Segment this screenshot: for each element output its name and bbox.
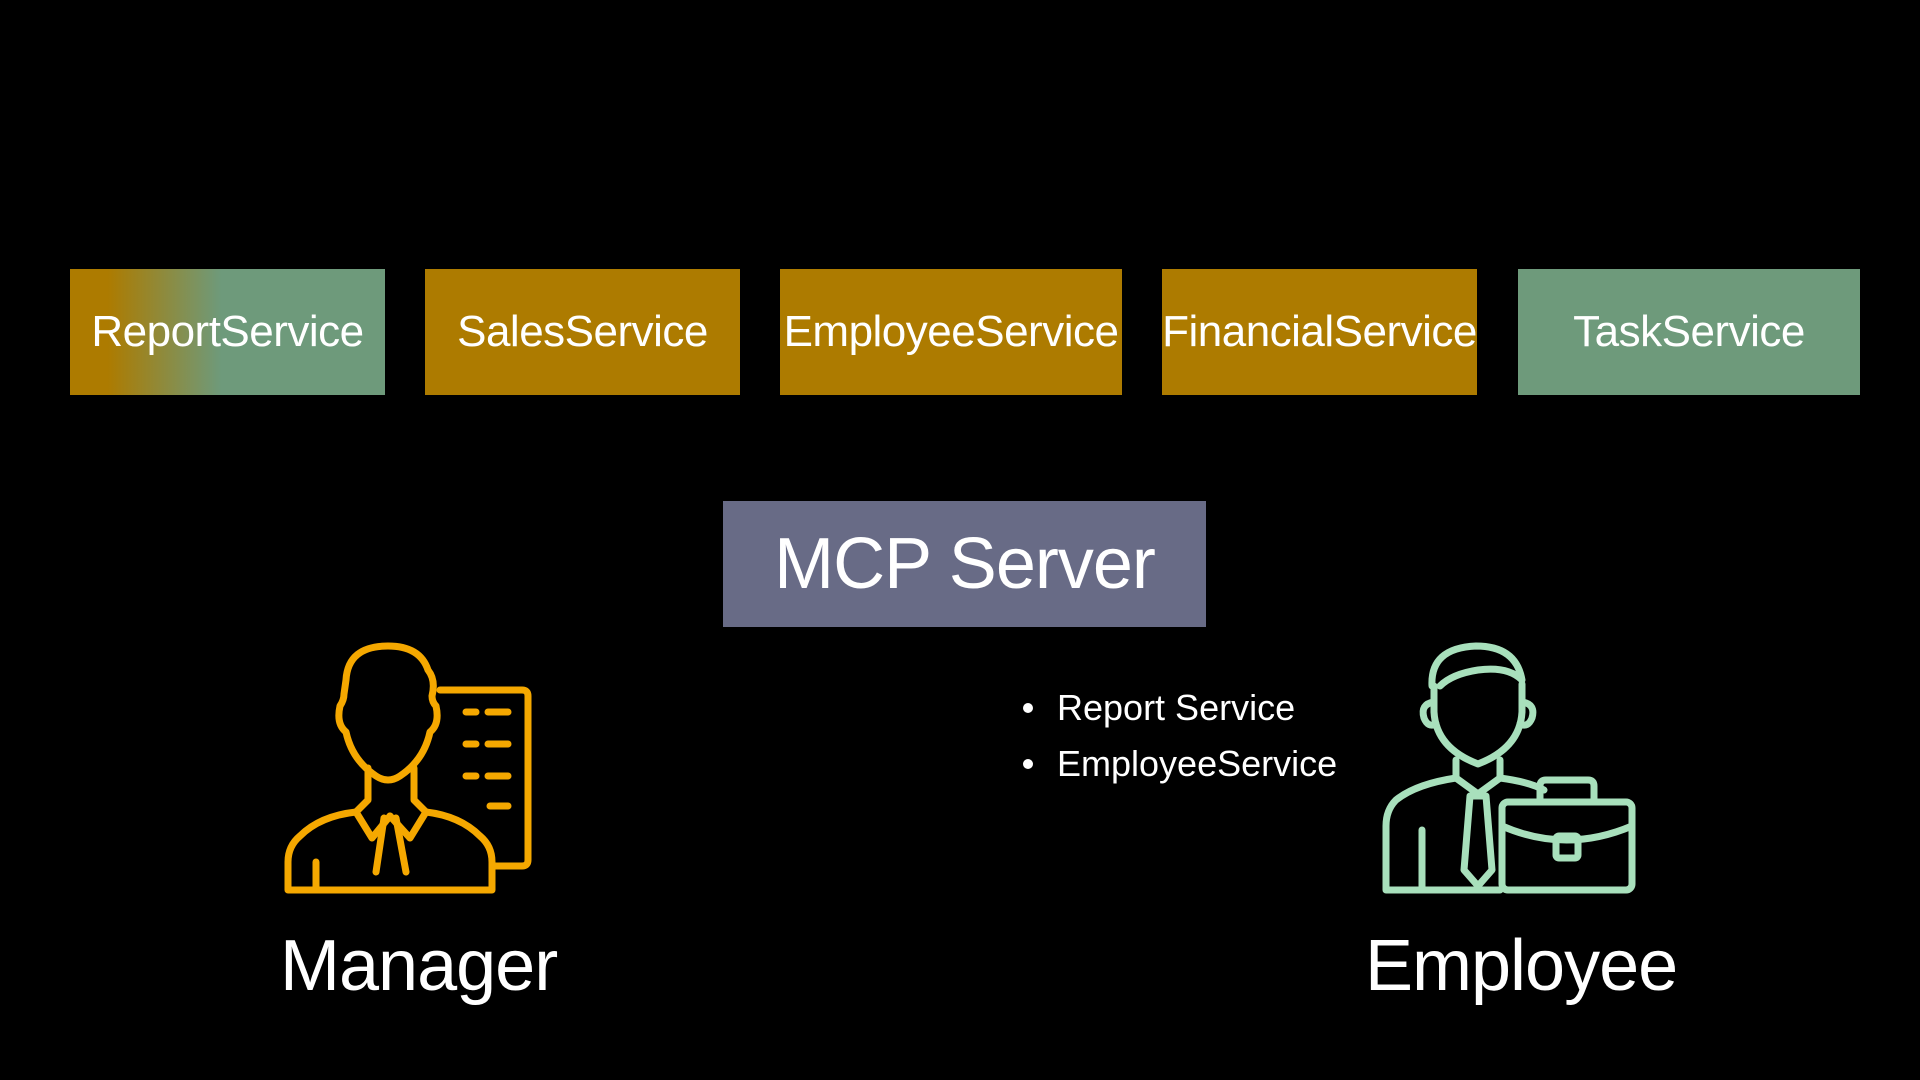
- employee-access-list: Report Service EmployeeService: [1015, 680, 1337, 792]
- mcp-server-box: MCP Server: [723, 501, 1206, 627]
- employee-service-box: EmployeeService: [780, 269, 1122, 395]
- employee-with-briefcase-icon: [1382, 642, 1636, 894]
- list-item: EmployeeService: [1015, 736, 1337, 792]
- sales-service-label: SalesService: [457, 307, 708, 356]
- financial-service-label: FinancialService: [1162, 307, 1477, 356]
- employee-label: Employee: [1365, 926, 1678, 1006]
- manager-label: Manager: [280, 926, 558, 1006]
- task-service-label: TaskService: [1573, 307, 1805, 356]
- task-service-box: TaskService: [1518, 269, 1860, 395]
- financial-service-box: FinancialService: [1162, 269, 1477, 395]
- sales-service-box: SalesService: [425, 269, 740, 395]
- report-service-label: ReportService: [91, 307, 364, 356]
- employee-service-label: EmployeeService: [783, 307, 1119, 356]
- manager-with-document-icon: [284, 642, 532, 894]
- list-item: Report Service: [1015, 680, 1337, 736]
- mcp-server-label: MCP Server: [774, 524, 1156, 604]
- report-service-box: ReportService: [70, 269, 385, 395]
